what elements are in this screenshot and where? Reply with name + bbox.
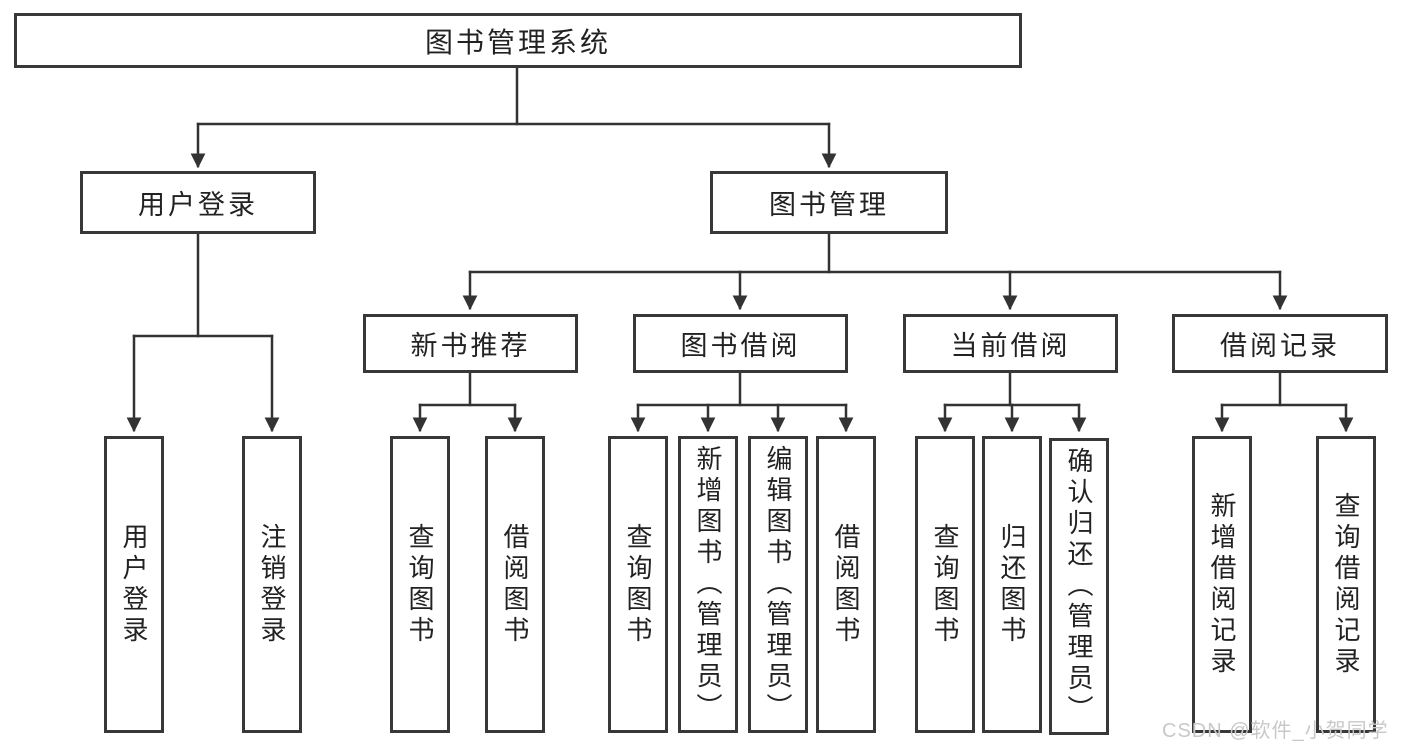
node-borrow-records: 借阅记录 [1172,314,1388,373]
node-new-book-recommend: 新书推荐 [363,314,578,373]
leaf-borrow-books: 借阅图书 [816,436,876,733]
leaf-edit-books-admin: 编辑图书（管理员） [748,436,808,733]
node-label: 图书管理系统 [424,26,611,58]
leaf-query-borrow-record: 查询借阅记录 [1316,436,1376,733]
node-label: 借阅图书 [831,522,861,647]
node-label: 图书借阅 [680,331,801,361]
node-label: 归还图书 [997,522,1027,647]
leaf-query-books-borrow: 查询图书 [608,436,668,733]
node-label: 借阅图书 [500,522,530,647]
leaf-add-borrow-record: 新增借阅记录 [1192,436,1252,733]
node-current-borrow: 当前借阅 [903,314,1118,373]
node-label: 查询借阅记录 [1331,491,1361,678]
node-library-management-system: 图书管理系统 [14,13,1022,68]
node-label: 新增借阅记录 [1207,491,1237,678]
csdn-watermark: CSDN @软件_小贺同学 [1162,720,1389,742]
node-label: 借阅记录 [1220,331,1340,361]
leaf-confirm-return-admin: 确认归还（管理员） [1049,438,1109,735]
node-label: 确认归还（管理员） [1064,447,1094,726]
leaf-borrow-books-recommend: 借阅图书 [485,436,545,733]
node-label: 查询图书 [623,522,653,647]
leaf-return-books: 归还图书 [982,436,1042,733]
node-label: 查询图书 [405,522,435,647]
node-label: 新书推荐 [410,331,531,361]
node-label: 新增图书（管理员） [693,445,723,724]
node-label: 用户登录 [119,522,149,647]
node-label: 用户登录 [138,190,258,220]
node-label: 当前借阅 [950,331,1071,361]
node-label: 注销登录 [257,522,287,647]
node-user-login: 用户登录 [80,171,316,234]
leaf-query-books-recommend: 查询图书 [390,436,450,733]
node-label: 编辑图书（管理员） [763,445,793,724]
node-label: 图书管理 [769,190,889,220]
leaf-add-books-admin: 新增图书（管理员） [678,436,738,733]
node-book-borrow: 图书借阅 [633,314,848,373]
leaf-user-login: 用户登录 [104,436,164,733]
node-book-management: 图书管理 [710,171,948,234]
leaf-query-books-current: 查询图书 [915,436,975,733]
node-label: 查询图书 [930,522,960,647]
leaf-logout: 注销登录 [242,436,302,733]
